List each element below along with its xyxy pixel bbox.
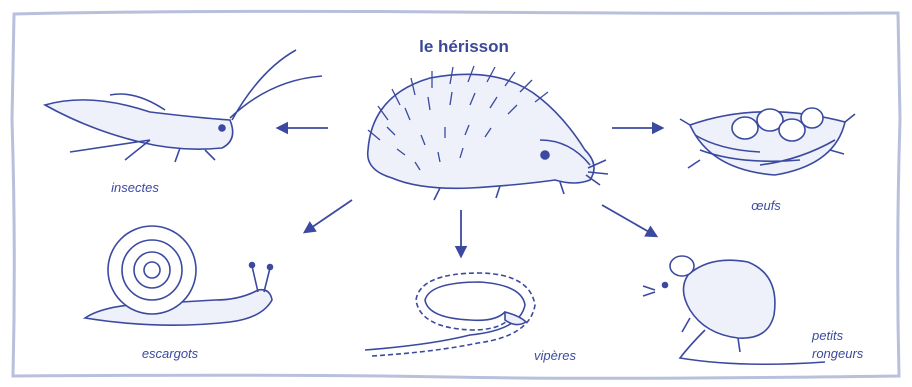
- arrow-to-rongeurs: [602, 205, 656, 236]
- label-escargots: escargots: [142, 346, 199, 361]
- grasshopper-icon: [45, 50, 322, 162]
- mouse-icon: [643, 256, 825, 364]
- label-petits: petits: [811, 328, 844, 343]
- snail-icon: [85, 226, 273, 325]
- nest-eggs-icon: [680, 108, 855, 175]
- arrow-to-escargots: [305, 200, 352, 232]
- label-rongeurs: rongeurs: [812, 346, 864, 361]
- label-viperes: vipères: [534, 348, 576, 363]
- hedgehog-icon: [368, 66, 608, 200]
- label-insectes: insectes: [111, 180, 159, 195]
- label-oeufs: œufs: [751, 198, 781, 213]
- diagram-title: le hérisson: [419, 37, 509, 56]
- viper-icon: [365, 273, 535, 356]
